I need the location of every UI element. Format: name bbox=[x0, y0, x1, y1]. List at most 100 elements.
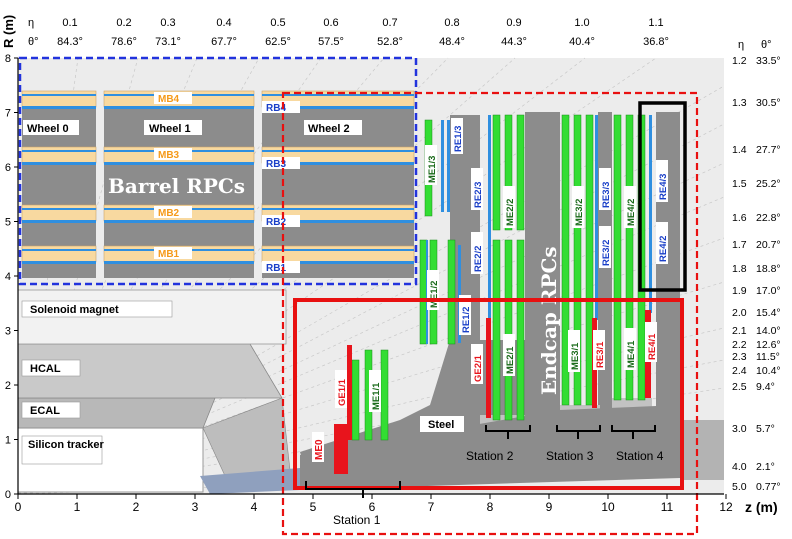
y-tick-label: 8 bbox=[5, 53, 11, 65]
y-tick-label: 7 bbox=[5, 108, 11, 120]
ge11-label: GE1/1 bbox=[337, 378, 348, 406]
steel-label: Steel bbox=[428, 419, 454, 431]
re43-label: RE4/3 bbox=[658, 174, 669, 200]
x-tick-label: 10 bbox=[601, 500, 615, 514]
right-theta-value: 0.77° bbox=[756, 481, 781, 493]
wheel2-tag bbox=[304, 120, 362, 135]
x-tick-label: 11 bbox=[661, 500, 674, 514]
top-eta-value: 1.1 bbox=[648, 17, 663, 29]
me41-label: ME4/1 bbox=[626, 340, 637, 368]
me31-label: ME3/1 bbox=[570, 342, 581, 370]
top-eta-value: 0.3 bbox=[160, 17, 175, 29]
wheel2-label: Wheel 2 bbox=[308, 123, 350, 135]
wheel1-tag bbox=[144, 120, 202, 135]
right-theta-value: 11.5° bbox=[756, 351, 780, 363]
rb2-tag bbox=[262, 215, 300, 227]
right-theta-value: 22.8° bbox=[756, 212, 781, 224]
top-theta-value: 57.5° bbox=[318, 36, 344, 48]
top-eta-value: 0.8 bbox=[444, 17, 459, 29]
top-scale: η θ° 0.184.3°0.278.6°0.373.1°0.467.7°0.5… bbox=[28, 17, 669, 48]
right-theta-value: 27.7° bbox=[756, 144, 781, 156]
station-brackets bbox=[305, 425, 656, 498]
me21-label: ME2/1 bbox=[505, 346, 516, 374]
rb3-label: RB3 bbox=[266, 159, 286, 170]
me3-chambers bbox=[561, 114, 594, 406]
y-tick-label: 3 bbox=[5, 326, 11, 338]
x-tick-label: 0 bbox=[15, 500, 22, 514]
mb2-tag bbox=[154, 206, 192, 218]
y-tick-label: 0 bbox=[5, 489, 11, 501]
mb1-tag bbox=[154, 247, 192, 259]
re22-label: RE2/2 bbox=[473, 246, 484, 272]
x-tick-label: 5 bbox=[310, 500, 317, 514]
rb4-label: RB4 bbox=[266, 103, 286, 114]
station2-label: Station 2 bbox=[466, 449, 514, 463]
right-theta-value: 15.4° bbox=[756, 307, 781, 319]
y-tick-label: 6 bbox=[5, 162, 11, 174]
mb3-tag bbox=[154, 148, 192, 160]
right-eta-value: 1.9 bbox=[732, 285, 747, 297]
top-eta-value: 0.6 bbox=[323, 17, 338, 29]
wheel0-tag bbox=[23, 120, 79, 135]
re4-frame bbox=[638, 101, 687, 292]
y-tick-label: 2 bbox=[5, 380, 11, 392]
right-eta-value: 1.3 bbox=[732, 97, 747, 109]
x-tick-label: 8 bbox=[487, 500, 494, 514]
subsystem-labels: Solenoid magnet HCAL ECAL Silicon tracke… bbox=[21, 300, 464, 465]
x-tick-label: 4 bbox=[251, 500, 258, 514]
right-eta-value: 3.0 bbox=[732, 423, 747, 435]
right-eta-value: 2.5 bbox=[732, 381, 747, 393]
rb1-tag bbox=[262, 261, 300, 273]
mb3-label: MB3 bbox=[158, 150, 180, 161]
right-eta-value: 2.3 bbox=[732, 351, 747, 363]
me32-label: ME3/2 bbox=[574, 199, 585, 226]
ge21-label: GE2/1 bbox=[473, 354, 484, 382]
re12-label: RE1/2 bbox=[461, 307, 472, 333]
right-eta-value: 5.0 bbox=[732, 481, 747, 493]
right-eta-value: 2.0 bbox=[732, 307, 747, 319]
top-eta-value: 0.9 bbox=[506, 17, 521, 29]
disk2-3-iron bbox=[525, 112, 560, 417]
top-theta-value: 48.4° bbox=[439, 36, 465, 48]
right-eta-value: 1.5 bbox=[732, 178, 747, 190]
right-theta-label: θ° bbox=[761, 39, 772, 51]
re13-label: RE1/3 bbox=[453, 126, 464, 152]
x-tick-label: 7 bbox=[428, 500, 435, 514]
ge21-strip bbox=[486, 318, 491, 418]
x-tick-label: 6 bbox=[369, 500, 376, 514]
endcap-title: Endcap RPCs bbox=[537, 246, 561, 395]
station4-label: Station 4 bbox=[616, 449, 664, 463]
right-theta-value: 20.7° bbox=[756, 239, 781, 251]
mb1-label: MB1 bbox=[158, 249, 180, 260]
right-theta-value: 9.4° bbox=[756, 381, 775, 393]
barrel-frame bbox=[18, 56, 418, 286]
right-theta-value: 5.7° bbox=[756, 423, 775, 435]
right-eta-value: 2.1 bbox=[732, 325, 747, 337]
me0-block bbox=[334, 424, 348, 474]
inner-detectors bbox=[17, 289, 300, 494]
re31-label: RE3/1 bbox=[595, 341, 606, 368]
y-tick-label: 5 bbox=[5, 217, 11, 229]
re42-label: RE4/2 bbox=[658, 236, 669, 262]
right-eta-value: 1.8 bbox=[732, 263, 747, 275]
right-theta-value: 30.5° bbox=[756, 97, 781, 109]
ge11-strip bbox=[347, 345, 352, 440]
right-theta-value: 2.1° bbox=[756, 461, 775, 473]
hcal-label: HCAL bbox=[30, 363, 61, 375]
top-theta-value: 84.3° bbox=[57, 36, 83, 48]
right-eta-value: 2.2 bbox=[732, 339, 747, 351]
mb4-label: MB4 bbox=[158, 94, 180, 105]
right-eta-value: 1.2 bbox=[732, 55, 747, 67]
top-theta-value: 78.6° bbox=[111, 36, 137, 48]
top-theta-value: 36.8° bbox=[643, 36, 669, 48]
right-eta-label: η bbox=[738, 39, 744, 51]
mb2-label: MB2 bbox=[158, 208, 180, 219]
x-tick-label: 9 bbox=[546, 500, 553, 514]
station3-label: Station 3 bbox=[546, 449, 594, 463]
top-theta-value: 62.5° bbox=[265, 36, 291, 48]
endcap-labels: RE1/3 RE1/2 RE2/3 RE2/2 RE3/3 RE3/2 RE4/… bbox=[312, 118, 669, 462]
top-eta-value: 0.1 bbox=[62, 17, 77, 29]
right-eta-value: 1.6 bbox=[732, 212, 747, 224]
right-theta-value: 17.0° bbox=[756, 285, 781, 297]
